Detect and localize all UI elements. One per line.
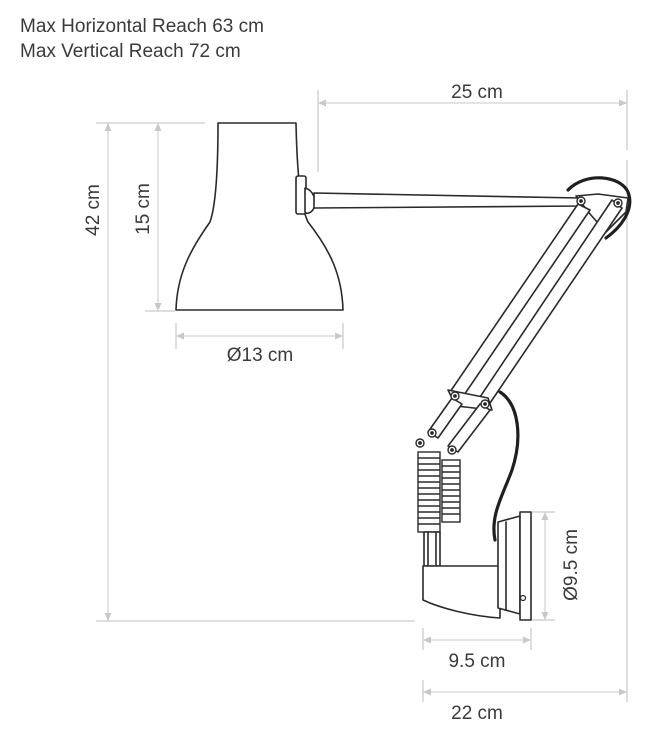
dimension-total-depth: 22 cm — [422, 160, 628, 724]
upper-arm — [313, 192, 583, 209]
base-collar — [497, 515, 521, 615]
wall-base — [422, 565, 501, 619]
shade-height-label: 15 cm — [133, 183, 154, 235]
lower-arm-front — [427, 397, 463, 439]
front-arm — [449, 203, 591, 399]
rear-arm — [477, 199, 623, 407]
pivot-screws — [415, 196, 623, 455]
dimension-arm-length: 25 cm — [317, 82, 628, 172]
total-height-label: 42 cm — [83, 184, 104, 236]
max-horizontal-reach: Max Horizontal Reach 63 cm — [20, 16, 264, 37]
lamp-illustration — [175, 122, 632, 621]
dimension-base-depth: 9.5 cm — [422, 628, 532, 672]
cable-loop — [566, 176, 632, 240]
shade-diameter-label: Ø13 cm — [227, 345, 294, 366]
tension-springs — [417, 451, 461, 533]
arm-length-label: 25 cm — [451, 82, 503, 103]
total-depth-label: 22 cm — [451, 703, 503, 724]
base-plate — [519, 511, 532, 621]
base-depth-label: 9.5 cm — [448, 651, 505, 672]
dimension-total-height: 42 cm — [83, 122, 415, 622]
bracket-post — [423, 531, 441, 567]
dimension-shade-height: 15 cm — [133, 123, 175, 312]
max-vertical-reach: Max Vertical Reach 72 cm — [20, 41, 241, 62]
base-diameter-label: Ø9.5 cm — [561, 529, 582, 601]
power-cable — [492, 390, 520, 542]
dimension-base-diameter: Ø9.5 cm — [531, 511, 582, 621]
reach-specs: Max Horizontal Reach 63 cm Max Vertical … — [20, 14, 264, 64]
dimension-shade-diameter: Ø13 cm — [175, 323, 344, 366]
